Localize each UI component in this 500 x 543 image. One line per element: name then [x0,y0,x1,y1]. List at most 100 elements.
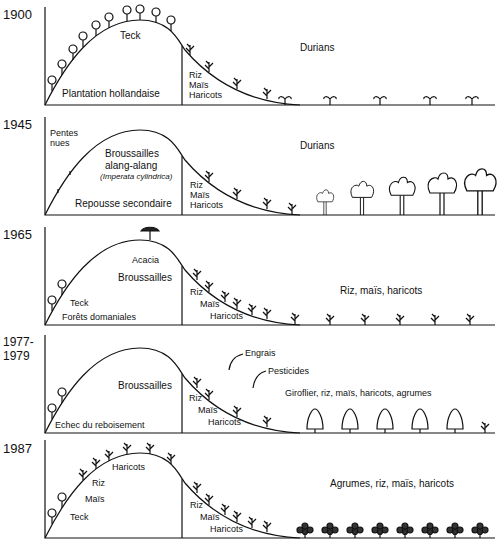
teak-tree [105,13,113,28]
crop-plant [79,469,87,480]
crop-plant [123,443,131,454]
text-label: Haricots [190,200,223,210]
durian-tree [390,177,416,215]
divider-line [181,374,182,433]
citrus-tree [422,523,438,538]
citrus-tree [322,523,338,538]
axis-line [45,335,495,433]
hill-profile [45,130,300,215]
teak-tree [48,404,56,419]
teak-tree [92,21,100,36]
text-label: Haricots [112,462,145,472]
text-label: Riz [190,287,203,297]
citrus-tree [372,523,388,538]
citrus-tree [472,523,488,538]
durian-tree [351,181,374,215]
axis-line [45,440,495,538]
text-label: Riz [92,478,105,488]
crop-plant [167,453,175,464]
crop-plant [263,416,271,427]
text-label: Haricots [210,524,243,534]
crop-plant [263,521,271,532]
bare-slope-mark [58,171,70,193]
teak-tree [152,8,160,23]
text-label: Riz [189,70,202,80]
text-label: Pentes nues [50,128,84,149]
divider-line [181,479,182,538]
transect-panel [45,227,495,325]
crop-plant [288,203,296,214]
crop-plant [233,511,241,522]
text-label: Teck [70,512,89,522]
crop-plant [205,61,213,72]
text-label: 1977-1979 [3,336,37,364]
crop-plant [205,389,213,400]
clove-tree [412,409,428,433]
text-label: 1900 [3,8,32,23]
text-label: Agrumes, riz, maïs, haricots [330,478,454,490]
text-label: 1965 [3,228,32,243]
divider-line [181,156,182,215]
text-label: Maïs [200,512,220,522]
teak-tree [58,280,66,295]
clove-tree [377,409,393,433]
divider-line [181,46,182,105]
durian-seedling [324,97,336,105]
text-label: (Imperata cylindrica) [100,172,172,181]
text-label: Maïs [198,405,218,415]
crop-plant [248,517,256,528]
text-label: Broussailles alang-alang [105,148,175,171]
text-label: Haricots [189,90,222,100]
hill-profile [45,240,300,325]
citrus-tree [447,523,463,538]
text-label: Forêts domaniales [62,312,136,322]
durian-seedling [279,97,291,105]
citrus-tree [297,523,313,538]
text-label: Riz [190,180,203,190]
clove-tree [342,409,358,433]
crop-plant [233,298,241,309]
text-label: Teck [120,30,141,42]
acacia-tree [141,227,159,240]
crop-plant [326,314,334,325]
text-label: Repousse secondaire [75,198,172,210]
text-label: Giroflier, riz, maïs, haricots, agrumes [285,388,432,398]
crop-plant [263,88,271,99]
crop-plant [186,44,194,55]
text-label: Haricots [210,311,243,321]
text-label: 1987 [3,442,32,457]
text-label: Maïs [85,494,105,504]
durian-seedling [424,97,436,105]
text-label: Teck [70,298,89,308]
hill-profile [45,453,300,538]
crop-plant [221,504,229,515]
transect-panel [45,5,495,105]
durian-tree [465,169,496,215]
crop-plant [193,482,201,493]
text-label: Riz [190,500,203,510]
transect-panel [45,117,496,215]
crop-plant [205,171,213,182]
text-label: Broussailles [118,380,172,392]
crop-plant [263,198,271,209]
text-label: Riz [189,393,202,403]
crop-plant [481,422,489,433]
axis-line [45,7,495,105]
crop-plant [233,188,241,199]
crop-plant [205,494,213,505]
teak-tree [48,296,56,311]
durian-seedling [466,97,478,105]
teak-tree [58,60,66,75]
teak-tree [79,32,87,47]
crop-plant [105,450,113,461]
leader-line [229,354,243,370]
crop-plant [431,314,439,325]
text-label: Pesticides [268,366,309,376]
text-label: Durians [300,140,334,152]
text-label: Maïs [189,80,209,90]
teak-tree [48,76,56,91]
axis-line [45,117,495,215]
